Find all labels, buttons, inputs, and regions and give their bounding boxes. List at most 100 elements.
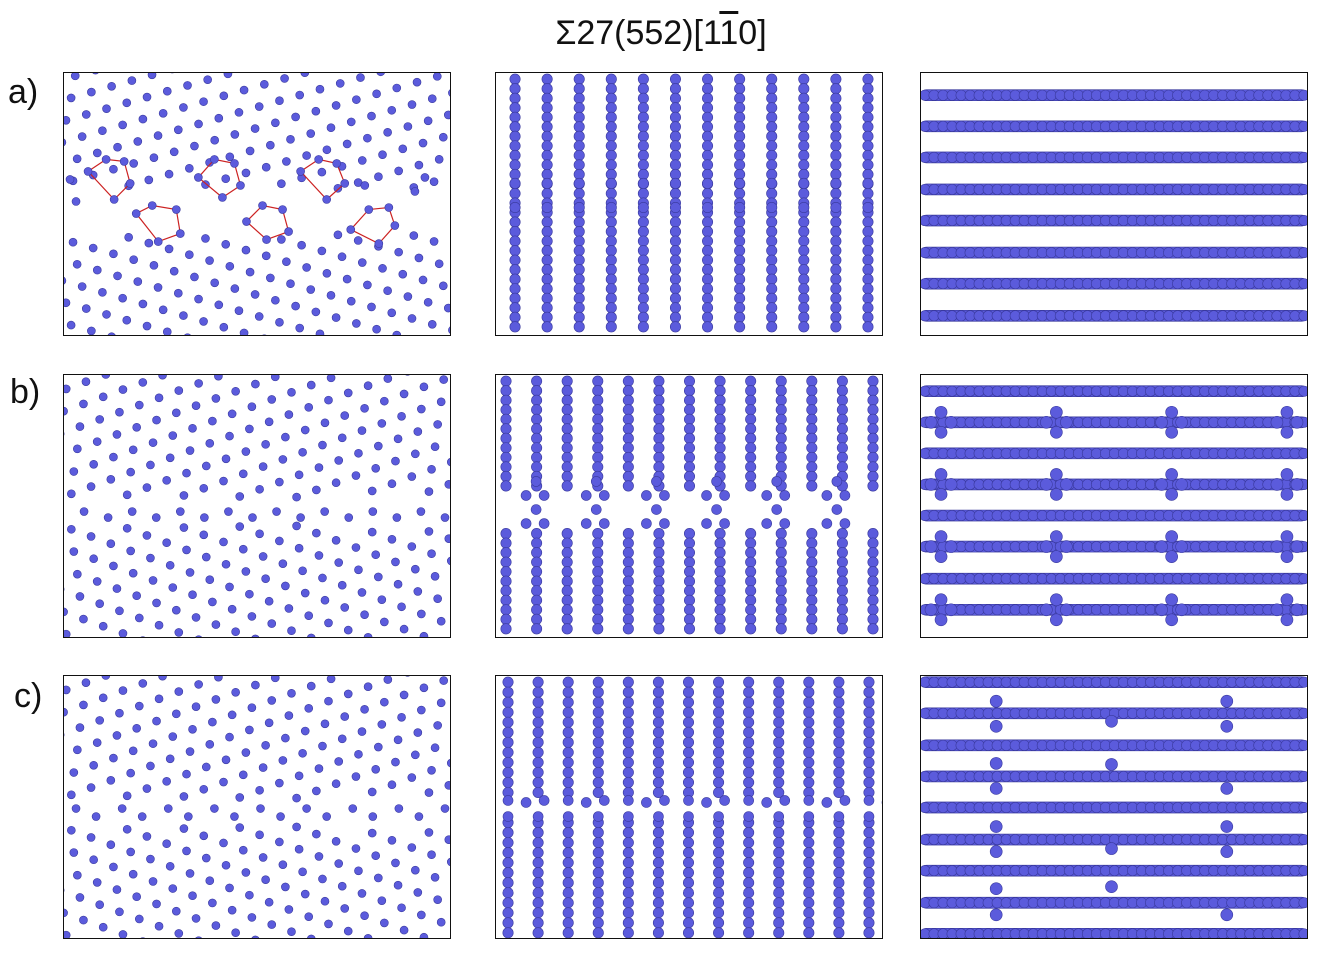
atom [714,585,726,597]
atom [863,736,875,748]
atom [562,857,574,869]
atom [109,164,118,174]
atom [88,243,98,253]
atom [863,756,875,768]
atom [264,417,274,427]
atom [637,216,649,228]
atom [541,235,553,247]
atom [622,575,634,587]
atom [745,404,757,416]
atom [1298,865,1307,877]
atom [531,432,543,444]
atom [652,897,664,909]
atom [734,177,746,189]
atom [1050,530,1063,543]
atom [653,537,665,549]
atom [1165,405,1178,419]
atom [713,927,725,938]
atom [711,476,722,487]
atom [387,105,397,115]
atom [171,408,181,418]
atom [397,602,406,612]
atom [162,86,172,96]
atom [775,385,787,397]
atom [261,162,271,172]
atom [312,829,321,839]
atom [934,530,948,543]
atom [622,423,634,435]
atom [234,306,244,315]
atom [573,149,585,161]
atom [115,407,124,417]
atom [394,247,403,257]
atom [702,292,714,304]
atom [302,804,311,813]
atom [683,566,696,578]
atom [766,121,778,133]
atom [322,195,331,204]
atom [416,507,426,516]
atom [102,104,111,113]
atom [530,504,542,515]
atom [669,283,681,295]
atom [360,181,370,190]
atom [773,726,785,738]
atom [867,585,879,597]
atom [210,155,219,164]
atom [500,613,512,625]
atom [502,917,514,929]
atom [112,885,122,894]
atom [592,432,604,444]
atom [398,144,408,154]
atom [830,102,842,114]
atom [561,528,573,540]
atom [101,676,111,680]
atom [1280,488,1294,501]
atom [652,716,664,728]
atom [1270,415,1284,429]
atom [352,95,361,104]
atom [179,523,189,532]
atom [592,756,604,768]
atom [448,326,450,334]
atom [287,927,296,937]
atom [669,111,681,123]
atom [745,413,757,425]
atom [573,245,585,257]
atom [174,687,184,696]
atom [446,857,450,867]
atom [261,251,271,261]
title-close-bracket: ] [757,14,767,52]
atom [622,917,634,929]
atom [830,177,842,189]
atom [713,786,725,798]
atom [863,726,875,738]
atom [79,614,88,624]
atom [798,92,810,104]
atom [430,571,440,581]
atom [399,690,409,700]
atom [296,167,305,176]
atom [154,921,164,931]
atom [284,604,294,613]
atom [118,629,128,637]
atom [378,264,387,273]
atom [714,575,726,587]
atom [261,741,270,750]
atom [934,405,948,419]
atom [605,216,617,228]
atom [118,385,128,394]
atom [592,385,604,397]
atom [622,756,634,768]
atom [773,897,785,909]
atom [702,177,714,189]
atom [653,432,665,444]
atom [745,594,757,606]
atom [64,384,71,394]
atom [142,321,152,331]
atom [239,328,249,335]
atom [1270,540,1284,553]
atom [64,629,71,637]
atom [867,432,879,444]
atom [412,77,422,87]
